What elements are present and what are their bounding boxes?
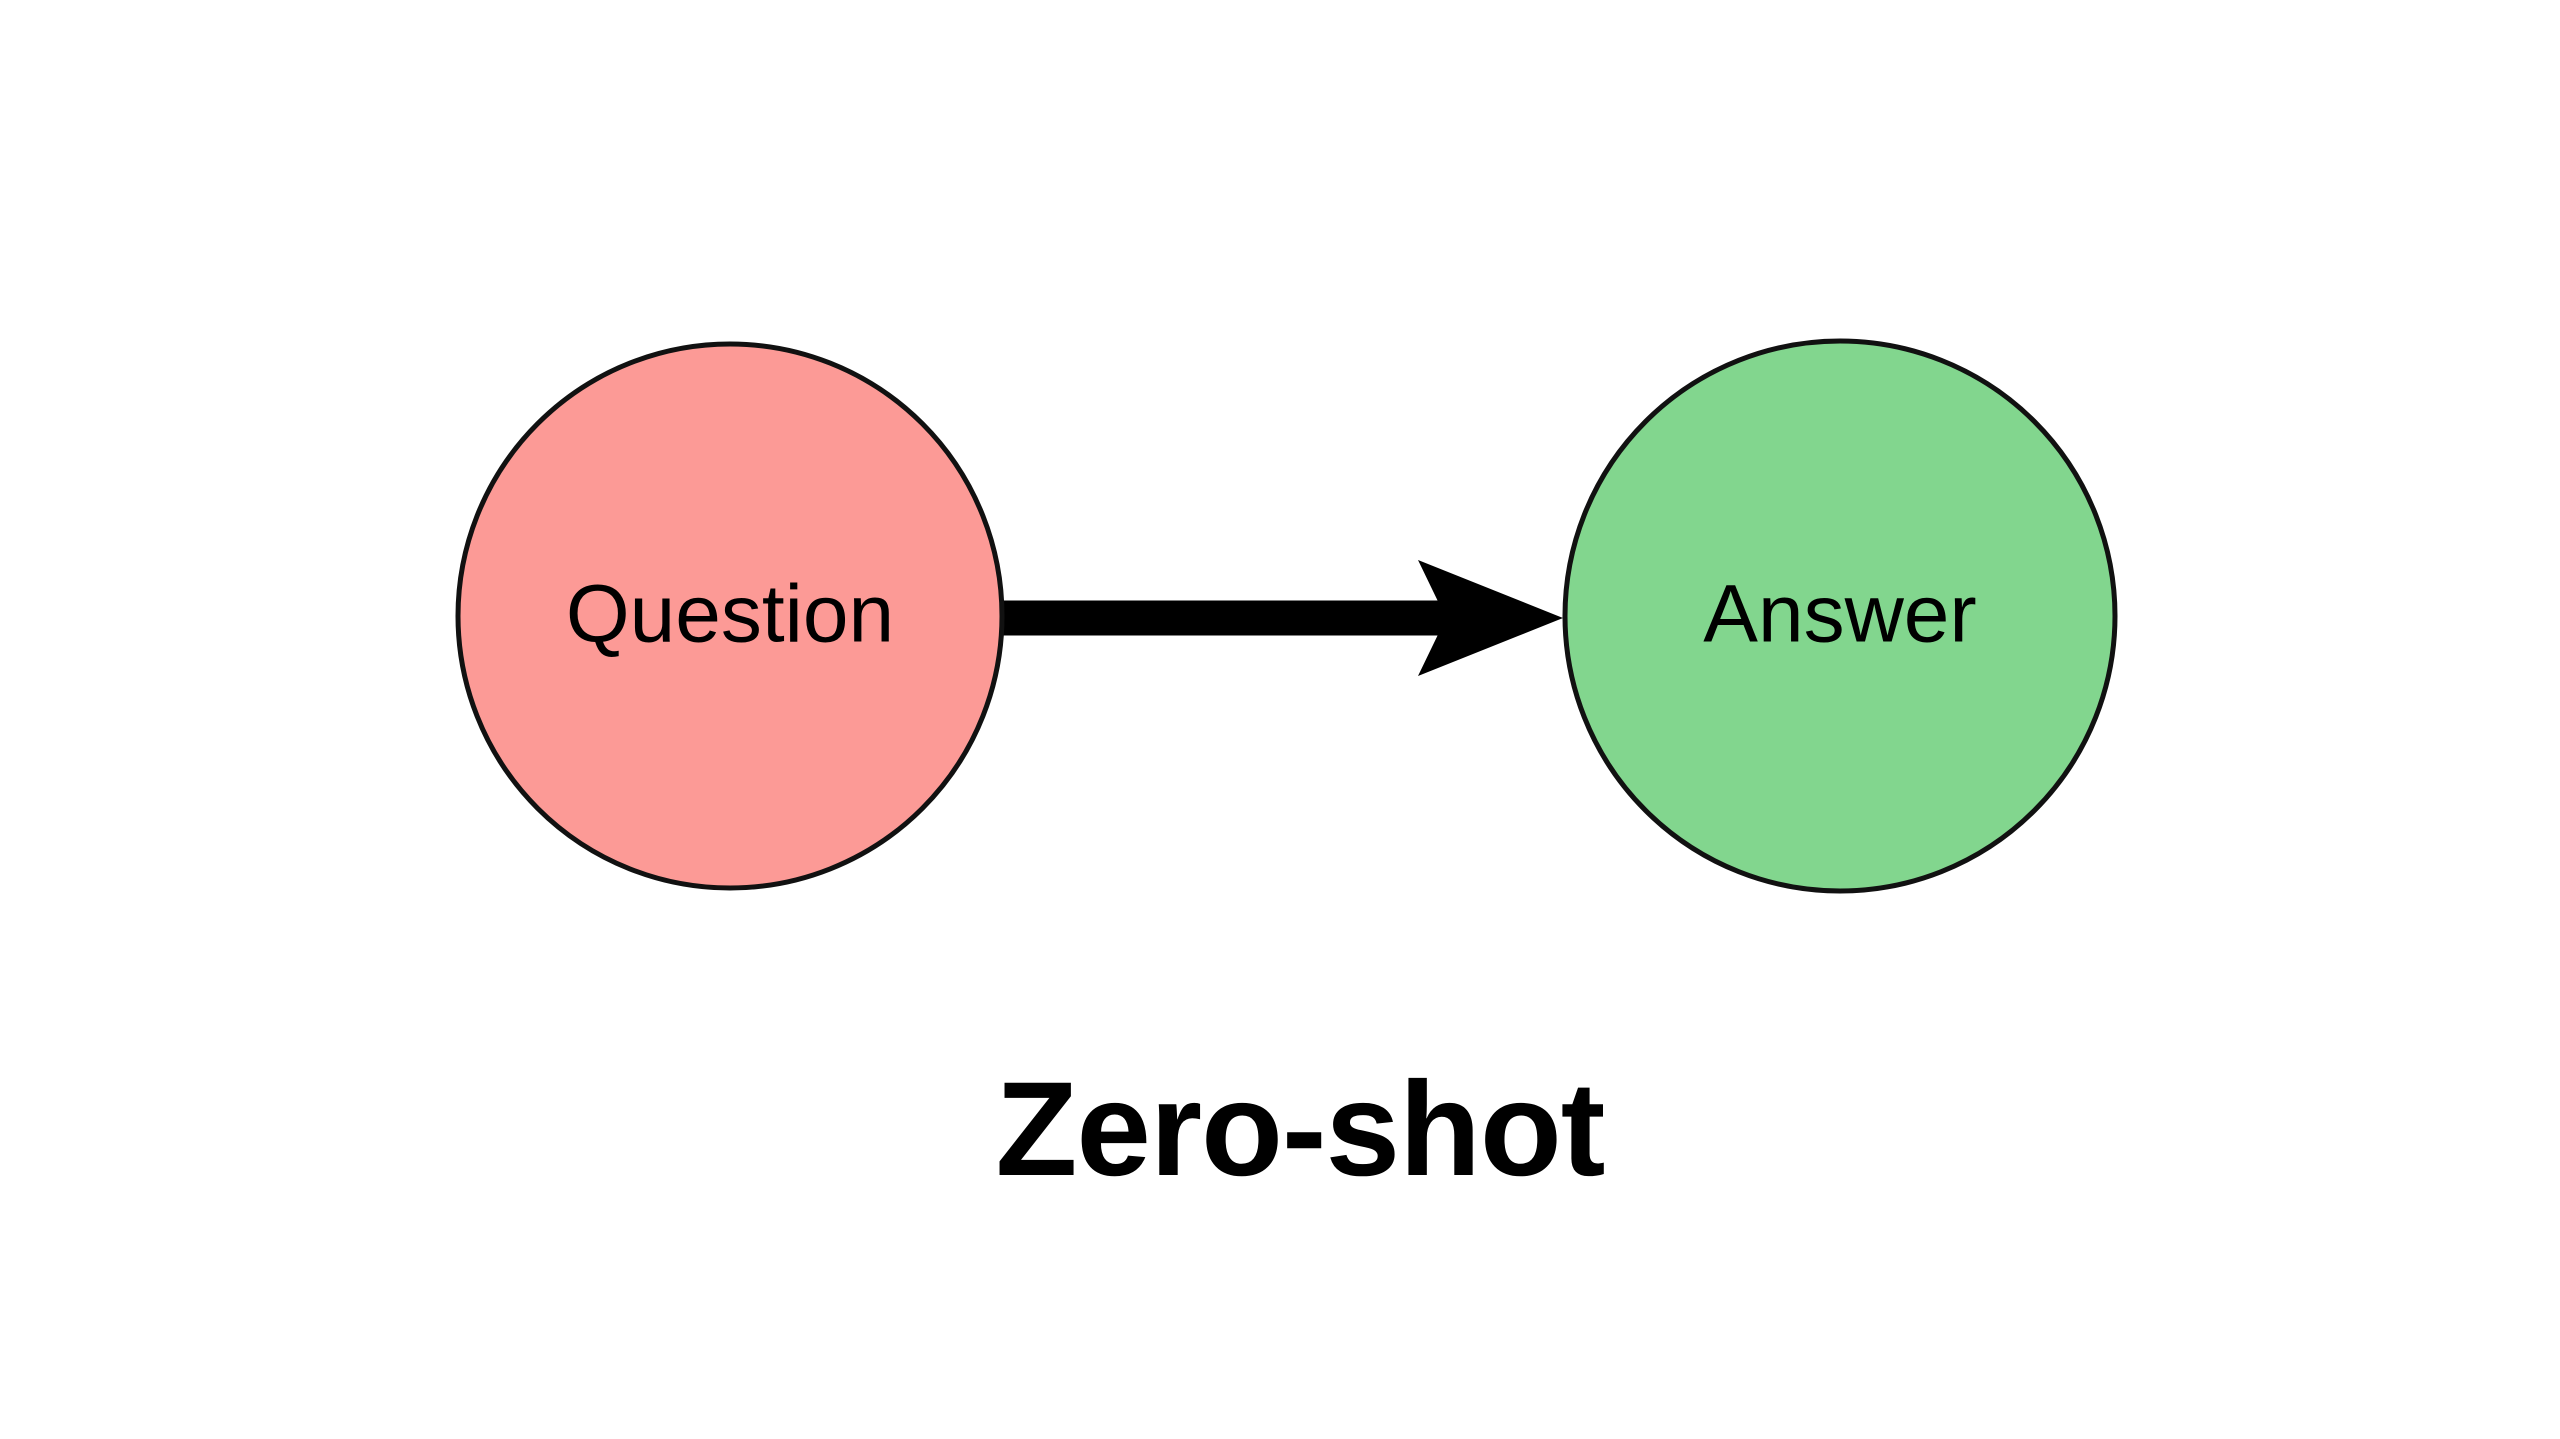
answer-label: Answer (1703, 569, 1976, 660)
edge-question-to-answer[interactable] (998, 560, 1563, 676)
answer-circle (1562, 338, 2118, 894)
question-label: Question (566, 569, 894, 660)
question-circle (455, 341, 1005, 891)
node-answer[interactable]: Answer (1562, 338, 2118, 894)
diagram-caption: Zero-shot (996, 1055, 1605, 1204)
node-question[interactable]: Question (455, 341, 1005, 891)
arrow-shaft (998, 600, 1472, 636)
arrow-head-icon (1418, 560, 1563, 676)
